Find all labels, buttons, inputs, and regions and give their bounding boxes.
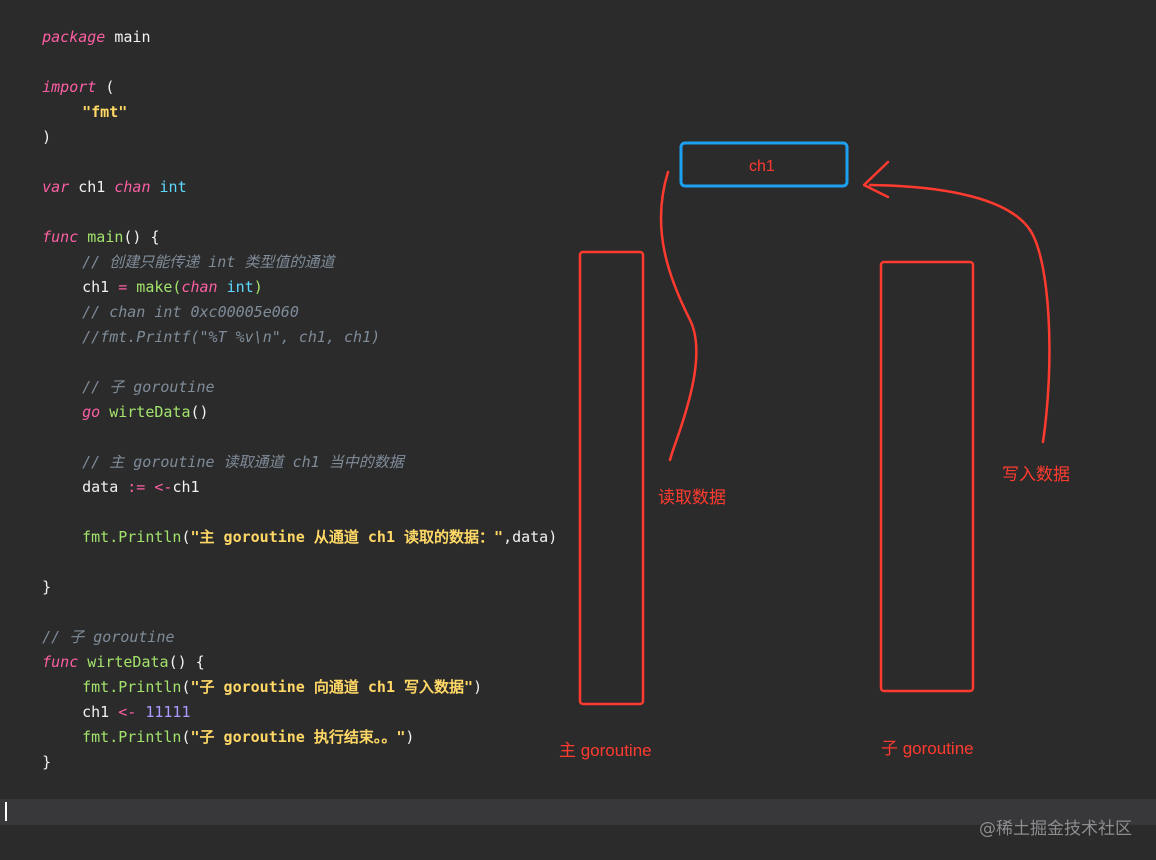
channel-box xyxy=(679,141,849,188)
code-line-23[interactable]: } xyxy=(6,550,51,596)
identifier: ch1 xyxy=(69,178,115,196)
punct: () xyxy=(190,403,209,421)
punct: ) xyxy=(473,678,483,696)
import-string: "fmt" xyxy=(82,103,128,121)
code-line-12[interactable]: // chan int 0xc00005e060 xyxy=(46,275,299,321)
comment: // 创建只能传递 int 类型值的通道 xyxy=(82,253,335,271)
channel-label: ch1 xyxy=(749,158,775,175)
operator: <- xyxy=(145,478,173,496)
package-ref: fmt. xyxy=(82,528,119,546)
function-call: Println xyxy=(118,678,182,696)
code-line-10[interactable]: // 创建只能传递 int 类型值的通道 xyxy=(46,225,334,271)
code-line-9[interactable]: func main() { xyxy=(6,200,159,246)
code-line-5[interactable]: ) xyxy=(6,100,51,146)
code-line-11[interactable]: ch1 = make(chan int) xyxy=(46,250,263,296)
punct: () { xyxy=(123,228,160,246)
function-call: make( xyxy=(127,278,182,296)
punct: ) xyxy=(253,278,263,296)
function-name: main xyxy=(87,228,124,246)
paren: ) xyxy=(42,128,52,146)
punct: ( xyxy=(181,728,191,746)
code-line-16[interactable]: go wirteData() xyxy=(46,375,208,421)
string-literal: "子 goroutine 向通道 ch1 写入数据" xyxy=(190,678,474,696)
package-ref: fmt. xyxy=(82,678,119,696)
code-line-19[interactable]: data := <-ch1 xyxy=(46,450,199,496)
keyword: chan xyxy=(114,178,151,196)
keyword: func xyxy=(42,653,79,671)
punct: () { xyxy=(168,653,205,671)
type-name: int xyxy=(159,178,187,196)
code-line-13[interactable]: //fmt.Printf("%T %v\n", ch1, ch1) xyxy=(46,300,380,346)
code-line-28[interactable]: ch1 <- 11111 xyxy=(46,675,190,721)
write-arrow-head xyxy=(862,160,890,199)
code-line-3[interactable]: import ( xyxy=(6,50,114,96)
code-line-7[interactable]: var ch1 chan int xyxy=(6,150,187,196)
main-goroutine-label: 主 goroutine xyxy=(559,741,652,760)
punct: ) xyxy=(405,728,415,746)
keyword: func xyxy=(42,228,79,246)
punct: ( xyxy=(181,678,191,696)
identifier: data xyxy=(82,478,128,496)
comment: // 子 goroutine xyxy=(42,628,175,646)
operator: = xyxy=(118,278,128,296)
string-literal: "子 goroutine 执行结束。。" xyxy=(190,728,406,746)
code-line-30[interactable]: } xyxy=(6,725,51,771)
read-data-label: 读取数据 xyxy=(658,488,726,507)
current-line-highlight xyxy=(0,799,1156,825)
code-line-1[interactable]: package main xyxy=(6,0,150,46)
paren: ( xyxy=(96,78,115,96)
function-call: Println xyxy=(118,728,182,746)
package-name: main xyxy=(105,28,151,46)
code-line-27[interactable]: fmt.Println("子 goroutine 向通道 ch1 写入数据") xyxy=(46,650,482,696)
keyword: import xyxy=(42,78,97,96)
child-goroutine-box xyxy=(879,260,975,693)
text-caret xyxy=(5,802,7,821)
code-line-25[interactable]: // 子 goroutine xyxy=(6,600,174,646)
code-line-15[interactable]: // 子 goroutine xyxy=(46,350,214,396)
operator: := xyxy=(127,478,146,496)
brace: } xyxy=(42,578,52,596)
main-goroutine-box xyxy=(578,250,645,706)
keyword: go xyxy=(82,403,101,421)
identifier: ch1 xyxy=(82,278,119,296)
comment: //fmt.Printf("%T %v\n", ch1, ch1) xyxy=(82,328,381,346)
comment: // 主 goroutine 读取通道 ch1 当中的数据 xyxy=(82,453,404,471)
brace: } xyxy=(42,753,52,771)
comment: // chan int 0xc00005e060 xyxy=(82,303,299,321)
punct: ( xyxy=(181,528,191,546)
code-line-29[interactable]: fmt.Println("子 goroutine 执行结束。。") xyxy=(46,700,414,746)
function-call: Println xyxy=(118,528,182,546)
operator: <- xyxy=(118,703,137,721)
function-name: wirteData xyxy=(78,653,169,671)
child-goroutine-label: 子 goroutine xyxy=(881,739,974,758)
code-line-26[interactable]: func wirteData() { xyxy=(6,625,205,671)
code-line-18[interactable]: // 主 goroutine 读取通道 ch1 当中的数据 xyxy=(46,425,404,471)
identifier: ch1 xyxy=(172,478,200,496)
package-ref: fmt. xyxy=(82,728,119,746)
comment: // 子 goroutine xyxy=(82,378,215,396)
identifier: ch1 xyxy=(82,703,119,721)
code-line-21[interactable]: fmt.Println("主 goroutine 从通道 ch1 读取的数据："… xyxy=(46,500,557,546)
keyword: var xyxy=(42,178,70,196)
type-name: int xyxy=(217,278,254,296)
string-literal: "主 goroutine 从通道 ch1 读取的数据：" xyxy=(190,528,504,546)
watermark: @稀土掘金技术社区 xyxy=(979,819,1132,839)
code-line-4[interactable]: "fmt" xyxy=(46,75,127,121)
write-arrow-line xyxy=(868,183,1051,444)
keyword: chan xyxy=(181,278,218,296)
number-literal: 11111 xyxy=(136,703,191,721)
write-data-label: 写入数据 xyxy=(1002,465,1070,484)
read-arrow-line xyxy=(659,170,698,462)
keyword: package xyxy=(42,28,106,46)
function-call: wirteData xyxy=(100,403,191,421)
punct: ,data) xyxy=(503,528,558,546)
